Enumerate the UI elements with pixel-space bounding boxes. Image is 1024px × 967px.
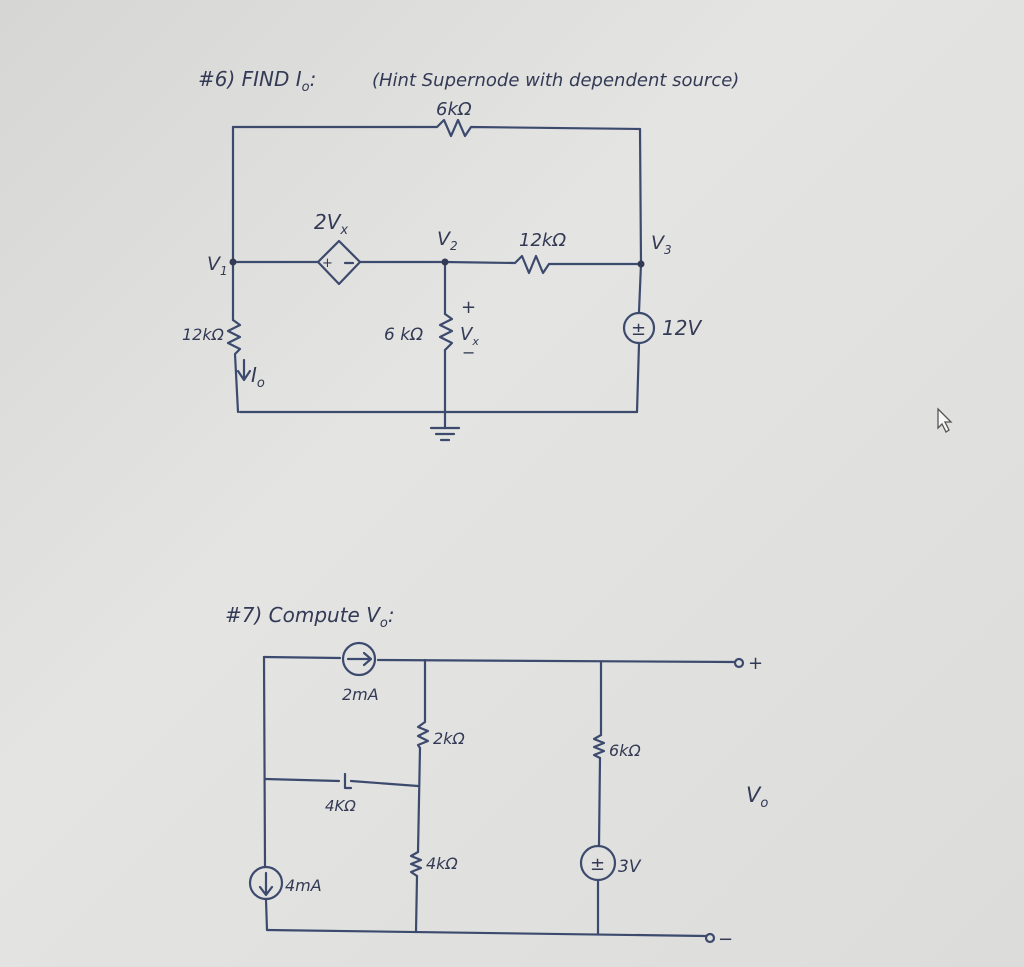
label-v3: V3	[651, 232, 672, 257]
label-r-6k: 6kΩ	[609, 741, 641, 760]
vsrc-12v-pm: ±	[631, 319, 646, 340]
label-isrc-bottom: 4mA	[285, 876, 322, 895]
label-isrc-top: 2mA	[342, 685, 379, 704]
wire-6k-branch-mid	[597, 756, 602, 848]
wire-2k-branch-mid	[416, 746, 422, 854]
label-r-left: 12kΩ	[182, 325, 225, 344]
vsrc-3v-pm: ±	[590, 854, 605, 875]
node-v3-dot	[637, 260, 645, 268]
wire-top-left	[262, 655, 342, 660]
label-vsrc-12v: 12V	[662, 316, 702, 340]
wire-vsrc-down	[635, 342, 641, 414]
voltage-source-12v	[622, 311, 656, 345]
node-v2-dot	[441, 258, 449, 266]
label-v1: V1	[207, 253, 228, 278]
label-r-4k-horizontal: 4KΩ	[325, 797, 356, 815]
resistor-6k	[592, 733, 606, 760]
label-r-top: 6kΩ	[436, 99, 472, 120]
wire-2k-branch-bottom	[414, 874, 419, 934]
wire-left-lower	[264, 898, 269, 932]
label-out-plus: +	[748, 653, 763, 674]
wire-left-vertical	[262, 655, 267, 868]
current-source-2ma-arrow	[346, 651, 373, 667]
wire-v2-to-v3	[443, 254, 643, 275]
ground-symbol	[429, 426, 461, 442]
label-v2: V2	[437, 228, 458, 253]
problem-7-heading: #7) Compute Vo:	[225, 603, 395, 631]
wire-4k-horizontal	[263, 772, 420, 790]
label-vx-minus: −	[462, 343, 475, 362]
dependent-voltage-source	[316, 239, 362, 286]
wire-bottom	[265, 928, 708, 938]
label-r-center: 6 kΩ	[384, 325, 423, 345]
label-vx-plus: +	[461, 297, 476, 318]
resistor-2k	[416, 720, 430, 750]
problem-6-hint: (Hint Supernode with dependent source)	[372, 70, 739, 91]
current-source-4ma-arrow	[258, 871, 274, 897]
label-vsrc-3v: 3V	[618, 857, 642, 877]
problem-6-heading: #6) FIND Io:	[198, 67, 316, 95]
wire-top-right	[376, 658, 737, 664]
wire-top-right-down	[638, 127, 643, 266]
label-dep-src: 2Vx	[314, 210, 348, 238]
label-r-4k-vertical: 4kΩ	[426, 854, 458, 873]
mouse-pointer-icon	[937, 407, 953, 433]
label-io: Io	[251, 363, 265, 391]
current-io-arrow	[236, 358, 252, 382]
resistor-center-6k	[438, 312, 454, 352]
current-source-2ma	[341, 641, 377, 677]
label-r-mid: 12kΩ	[519, 230, 566, 251]
node-v1-dot	[229, 258, 237, 266]
wire-top	[231, 118, 642, 138]
resistor-left-12k	[226, 318, 242, 414]
current-source-4ma	[248, 865, 284, 901]
voltage-source-3v	[579, 844, 617, 882]
label-r-2k: 2kΩ	[433, 729, 465, 748]
dep-src-plus: +	[322, 256, 333, 271]
output-terminal-plus	[733, 657, 745, 669]
label-vx: Vx	[460, 324, 479, 348]
problem-6: #6) FIND Io: (Hint Supernode with depend…	[182, 67, 739, 442]
resistor-4k-vertical	[409, 850, 423, 878]
wire-v3-to-vsrc	[637, 262, 643, 314]
label-vo: Vo	[746, 783, 768, 811]
label-out-minus: −	[718, 929, 733, 950]
problem-7: #7) Compute Vo: ± 2mA 2kΩ 6kΩ	[225, 603, 768, 950]
output-terminal-minus	[704, 932, 716, 944]
